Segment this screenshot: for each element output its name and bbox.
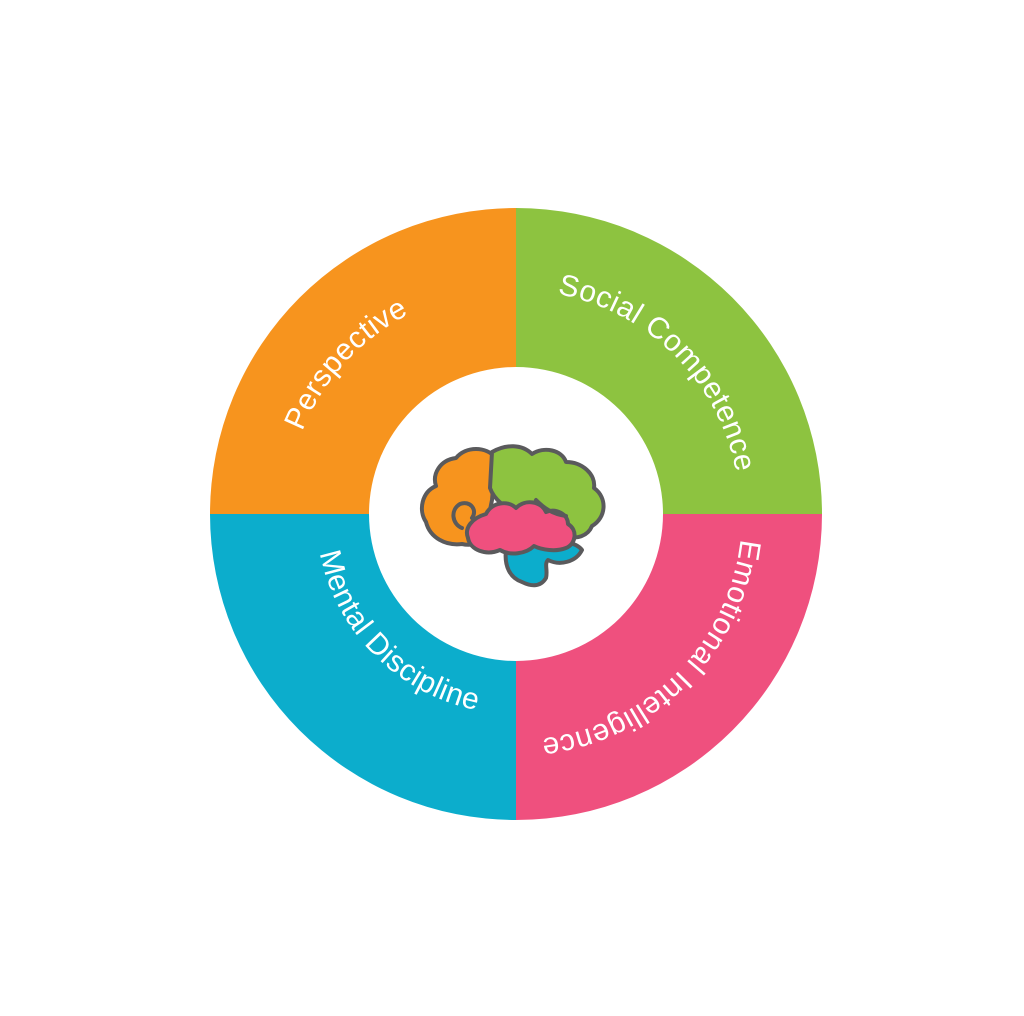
- segment-mental-discipline: [210, 514, 516, 820]
- segment-social-competence: [516, 208, 822, 514]
- brain-icon: [419, 444, 606, 588]
- segment-perspective: [210, 208, 516, 514]
- segment-emotional-intelligence: [516, 514, 822, 820]
